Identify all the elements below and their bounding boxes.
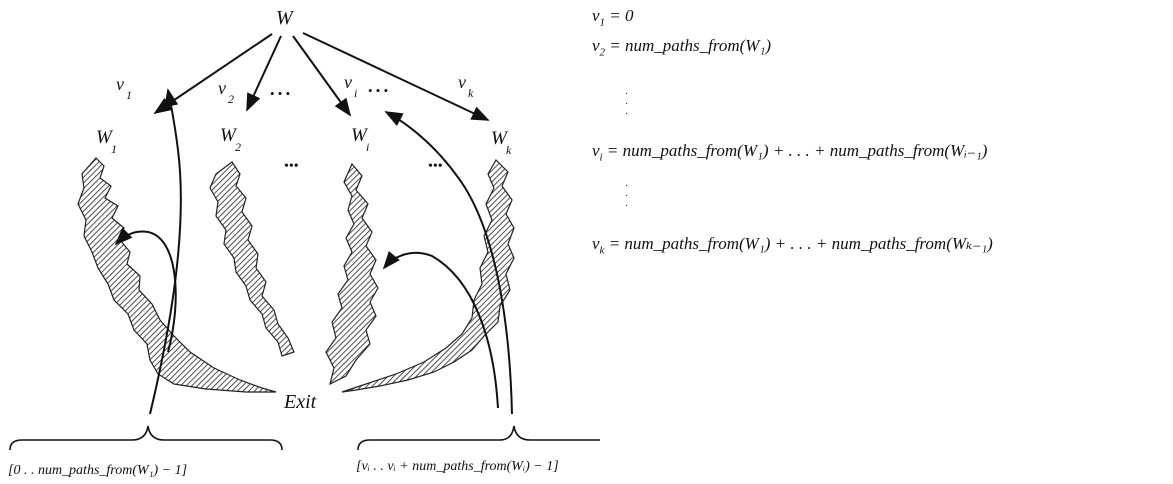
vertical-dots-upper: ··· xyxy=(625,89,629,120)
svg-text:v: v xyxy=(116,74,124,94)
node-label-wk: W k xyxy=(491,128,512,157)
edge-to-w2 xyxy=(246,35,282,112)
svg-text:2: 2 xyxy=(228,92,234,106)
svg-text:k: k xyxy=(506,143,512,157)
svg-text:W: W xyxy=(96,127,114,148)
range-label-wi: [vᵢ . . vᵢ + num_paths_from(Wᵢ) − 1] xyxy=(356,459,559,474)
node-label-w2: W 2 xyxy=(220,125,241,154)
equation-v2: v2 = num_paths_from(W₁) xyxy=(592,36,772,59)
svg-text:W: W xyxy=(220,125,238,146)
edge-to-wi xyxy=(292,35,352,117)
edge-to-wk xyxy=(302,32,490,121)
range-label-w1: [0 . . num_paths_from(W₁) − 1] xyxy=(8,463,187,478)
path-numbering-diagram: W v 1 v 2 v i v k • • • • • • W 1 W 2 W … xyxy=(8,7,600,478)
edge-label-vk: v k xyxy=(458,72,474,100)
edge-ellipsis-right: • • • xyxy=(368,83,388,98)
edge-to-w1 xyxy=(153,33,273,115)
svg-text:k: k xyxy=(468,86,474,100)
svg-text:1: 1 xyxy=(126,88,132,102)
subgraph-region-w2 xyxy=(209,161,295,357)
region-ellipsis-right: ••• xyxy=(428,159,443,174)
svg-text:2: 2 xyxy=(235,140,241,154)
tree-edges xyxy=(153,32,490,121)
equation-vk: vk = num_paths_from(W₁) + . . . + num_pa… xyxy=(592,234,993,257)
svg-text:W: W xyxy=(351,125,369,146)
curve-to-w1-edge xyxy=(149,88,182,415)
curve-to-wi-edge xyxy=(384,111,513,415)
brace-left xyxy=(9,425,283,451)
brace-right xyxy=(357,425,600,451)
edge-ellipsis-left: • • • xyxy=(270,86,290,101)
edge-label-v1: v 1 xyxy=(116,74,132,102)
node-label-wi: W i xyxy=(351,125,369,154)
svg-text:v: v xyxy=(218,78,226,98)
curve-into-wi-region xyxy=(382,250,499,409)
subgraph-region-wi xyxy=(325,162,379,386)
root-node-label: W xyxy=(276,7,295,29)
equation-vi: vi = num_paths_from(W₁) + . . . + num_pa… xyxy=(592,141,988,164)
edge-label-v2: v 2 xyxy=(218,78,234,106)
svg-text:v: v xyxy=(458,72,466,92)
svg-text:W: W xyxy=(491,128,509,149)
subgraph-region-w1 xyxy=(77,157,277,393)
equation-v1: v1 = 0 xyxy=(592,6,634,29)
node-label-w1: W 1 xyxy=(96,127,117,156)
svg-text:i: i xyxy=(354,86,357,100)
svg-text:1: 1 xyxy=(111,142,117,156)
curved-arrows xyxy=(114,88,513,415)
edge-label-vi: v i xyxy=(344,72,357,100)
region-ellipsis-left: ••• xyxy=(284,159,299,174)
range-braces xyxy=(9,425,600,451)
hatched-regions xyxy=(77,157,515,393)
curve-into-w1-region xyxy=(114,227,177,353)
svg-text:v: v xyxy=(344,72,352,92)
subgraph-region-wk xyxy=(341,159,515,393)
svg-text:i: i xyxy=(366,140,369,154)
exit-node-label: Exit xyxy=(283,391,317,413)
vertical-dots-lower: ··· xyxy=(625,181,629,212)
